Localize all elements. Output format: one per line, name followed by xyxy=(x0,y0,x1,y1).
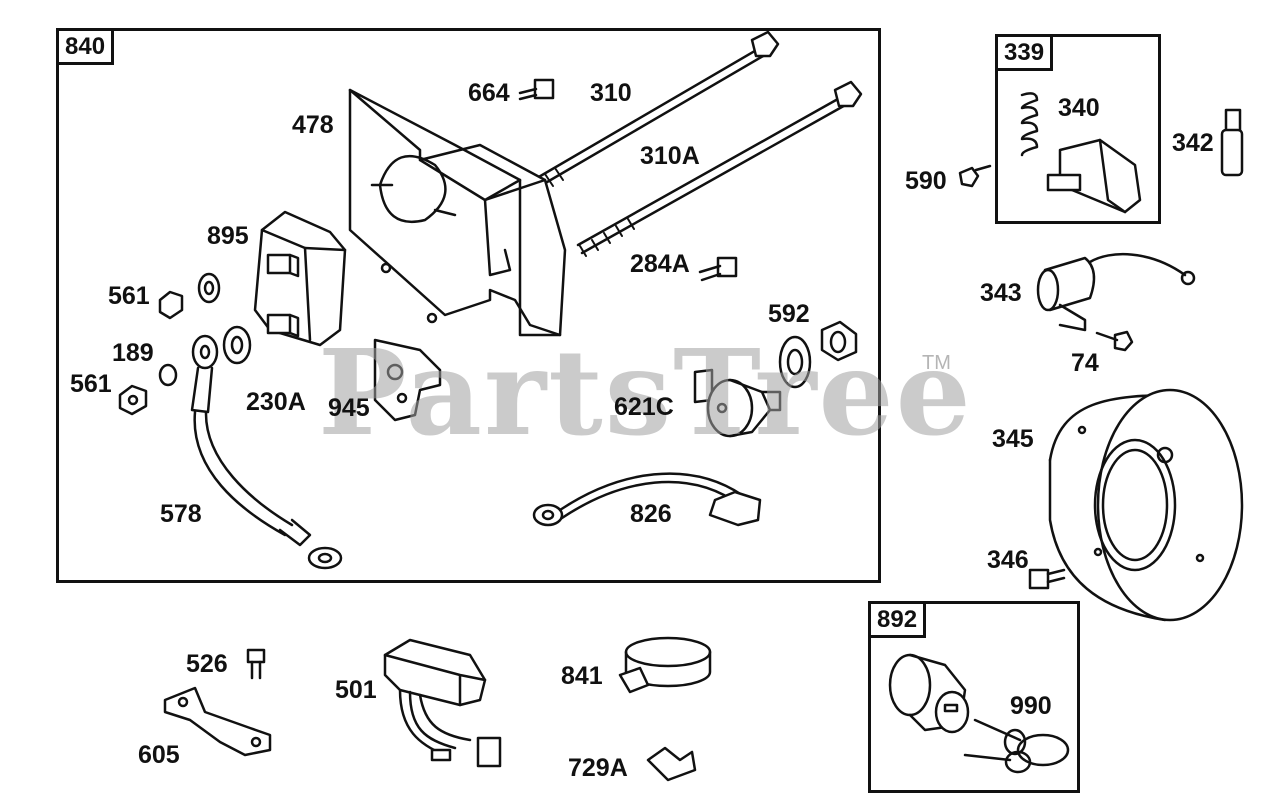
cable-578-icon xyxy=(190,334,343,570)
part-label-310[interactable]: 310 xyxy=(590,79,632,107)
clamp-841-icon xyxy=(618,636,712,694)
screw-284a-icon xyxy=(698,256,738,282)
spring-340-icon xyxy=(1020,92,1039,157)
screw-590-icon xyxy=(958,164,992,188)
group-339-label[interactable]: 339 xyxy=(995,34,1054,71)
group-840-label[interactable]: 840 xyxy=(56,28,115,65)
part-label-590[interactable]: 590 xyxy=(905,167,947,195)
switch-621c-icon xyxy=(693,368,782,438)
part-label-664[interactable]: 664 xyxy=(468,79,510,107)
part-label-189[interactable]: 189 xyxy=(112,339,154,367)
bolt-310a-icon xyxy=(576,80,863,257)
part-label-592[interactable]: 592 xyxy=(768,300,810,328)
part-label-578[interactable]: 578 xyxy=(160,500,202,528)
clip-729a-icon xyxy=(646,746,697,782)
rectifier-501-icon xyxy=(383,638,502,768)
screw-74-icon xyxy=(1095,330,1134,352)
plate-945-icon xyxy=(373,338,442,422)
group-892-frame xyxy=(868,601,1080,793)
part-label-343[interactable]: 343 xyxy=(980,279,1022,307)
watermark-brand: PartsTree xyxy=(318,323,973,462)
group-892-label[interactable]: 892 xyxy=(868,601,927,638)
part-label-841[interactable]: 841 xyxy=(561,662,603,690)
condenser-343-icon xyxy=(1036,253,1196,332)
part-label-561-bottom[interactable]: 561 xyxy=(70,370,112,398)
part-label-478[interactable]: 478 xyxy=(292,111,334,139)
part-label-501[interactable]: 501 xyxy=(335,676,377,704)
part-label-230a[interactable]: 230A xyxy=(246,388,306,416)
screw-346-icon xyxy=(1028,568,1066,590)
screw-664-icon xyxy=(518,78,555,101)
part-label-340[interactable]: 340 xyxy=(1058,94,1100,122)
lockwasher-189-icon xyxy=(158,363,178,387)
watermark-tm: TM xyxy=(922,352,951,374)
flywheel-345-icon xyxy=(1048,388,1244,622)
part-label-990[interactable]: 990 xyxy=(1010,692,1052,720)
part-label-729a[interactable]: 729A xyxy=(568,754,628,782)
part-label-342[interactable]: 342 xyxy=(1172,129,1214,157)
screw-526-icon xyxy=(246,648,266,680)
part-label-74[interactable]: 74 xyxy=(1071,349,1099,377)
ignition-switch-892-icon xyxy=(888,653,970,734)
part-label-345[interactable]: 345 xyxy=(992,425,1034,453)
bracket-478-icon xyxy=(348,88,567,337)
part-label-945[interactable]: 945 xyxy=(328,394,370,422)
washer-230a-icon xyxy=(222,325,252,365)
group-840-frame xyxy=(56,28,881,583)
part-label-605[interactable]: 605 xyxy=(138,741,180,769)
washer-592-icon xyxy=(778,320,858,389)
group-339-frame xyxy=(995,34,1161,224)
part-label-310a[interactable]: 310A xyxy=(640,142,700,170)
part-label-826[interactable]: 826 xyxy=(630,500,672,528)
part-label-621c[interactable]: 621C xyxy=(614,393,674,421)
part-label-561-top[interactable]: 561 xyxy=(108,282,150,310)
part-label-526[interactable]: 526 xyxy=(186,650,228,678)
bracket-605-icon xyxy=(163,686,272,757)
nut-561-icon xyxy=(158,272,221,320)
part-label-346[interactable]: 346 xyxy=(987,546,1029,574)
part-label-284a[interactable]: 284A xyxy=(630,250,690,278)
solenoid-895-icon xyxy=(253,210,347,347)
part-label-895[interactable]: 895 xyxy=(207,222,249,250)
keys-990-icon xyxy=(963,718,1070,774)
bracket-339-icon xyxy=(1046,138,1142,214)
wire-826-icon xyxy=(532,472,762,527)
nut-561b-icon xyxy=(118,384,148,416)
fuse-342-icon xyxy=(1220,108,1244,177)
